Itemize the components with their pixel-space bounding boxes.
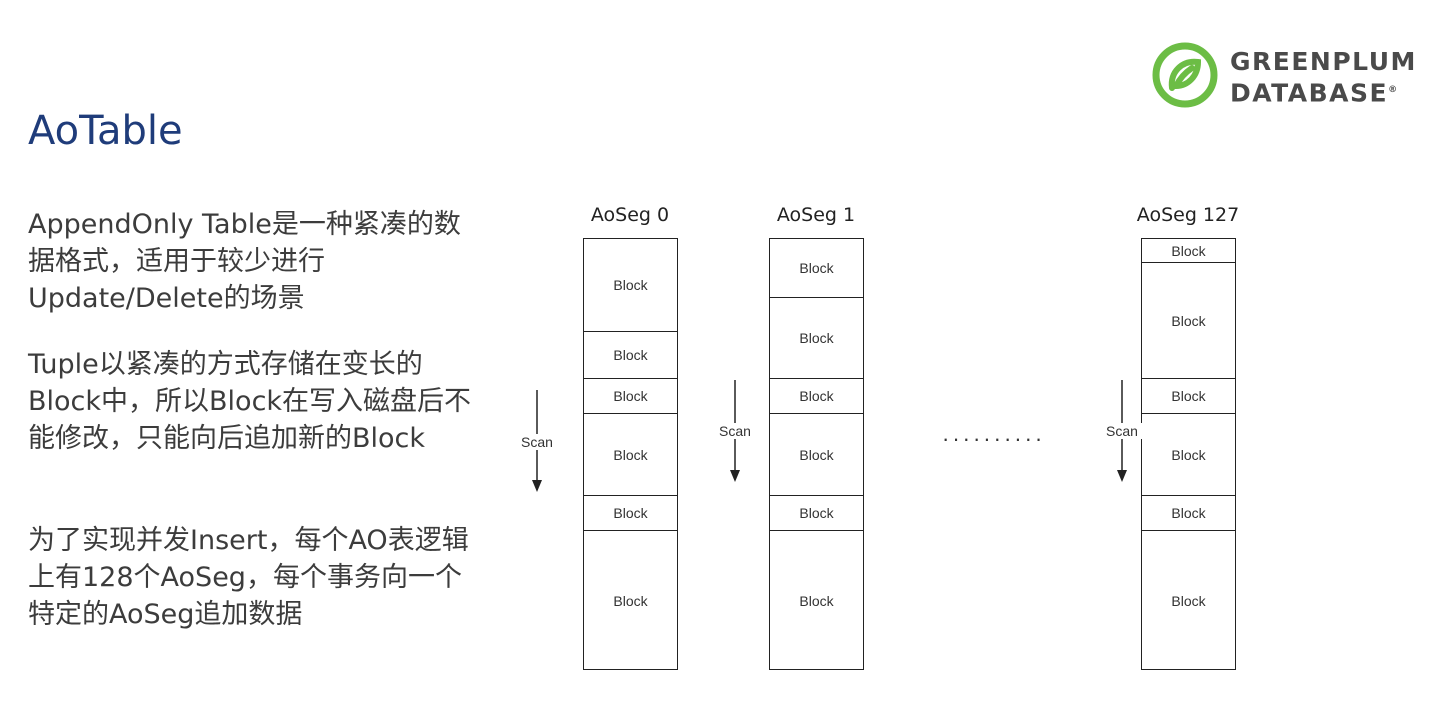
segment-column: Block Block Block Block Block Block [769, 238, 864, 670]
logo-line-2: DATABASE [1230, 78, 1389, 108]
ellipsis: ·········· [942, 426, 1046, 451]
block: Block [770, 298, 863, 379]
block: Block [584, 379, 677, 414]
block: Block [770, 414, 863, 496]
greenplum-leaf-icon [1152, 42, 1218, 108]
block: Block [1171, 593, 1206, 609]
segment-label: AoSeg 127 [1136, 204, 1240, 226]
segment-column: Block Block Block Block Block Block [583, 238, 678, 670]
segment-label: AoSeg 1 [776, 204, 856, 226]
block: Block [613, 593, 648, 609]
block: Block [770, 379, 863, 414]
block: Block [584, 414, 677, 496]
block: Block [1142, 239, 1235, 263]
block: Block [770, 496, 863, 531]
scan-label: Scan [715, 423, 755, 439]
page-title: AoTable [28, 108, 183, 154]
segment-label: AoSeg 0 [590, 204, 670, 226]
scan-label: Scan [517, 434, 557, 450]
block: Block [584, 496, 677, 531]
paragraph-2: Tuple以紧凑的方式存储在变长的Block中，所以Block在写入磁盘后不能修… [28, 349, 472, 454]
block: Block [584, 239, 677, 332]
block: Block [770, 239, 863, 298]
block: Block [799, 593, 834, 609]
registered-mark: ® [1388, 85, 1399, 95]
block: Block [1142, 414, 1235, 496]
scan-label: Scan [1102, 423, 1142, 439]
block: Block [584, 332, 677, 379]
block: Block [1142, 263, 1235, 379]
logo-line-1: GREENPLUM [1230, 47, 1417, 76]
logo-wordmark: GREENPLUM DATABASE® [1230, 48, 1417, 107]
greenplum-logo: GREENPLUM DATABASE® [1152, 42, 1422, 110]
paragraph-1: AppendOnly Table是一种紧凑的数据格式，适用于较少进行Update… [28, 209, 461, 314]
block: Block [1142, 379, 1235, 414]
segment-column: Block Block Block Block Block Block [1141, 238, 1236, 670]
block: Block [1142, 496, 1235, 531]
paragraph-3: 为了实现并发Insert，每个AO表逻辑上有128个AoSeg，每个事务向一个特… [28, 525, 469, 630]
